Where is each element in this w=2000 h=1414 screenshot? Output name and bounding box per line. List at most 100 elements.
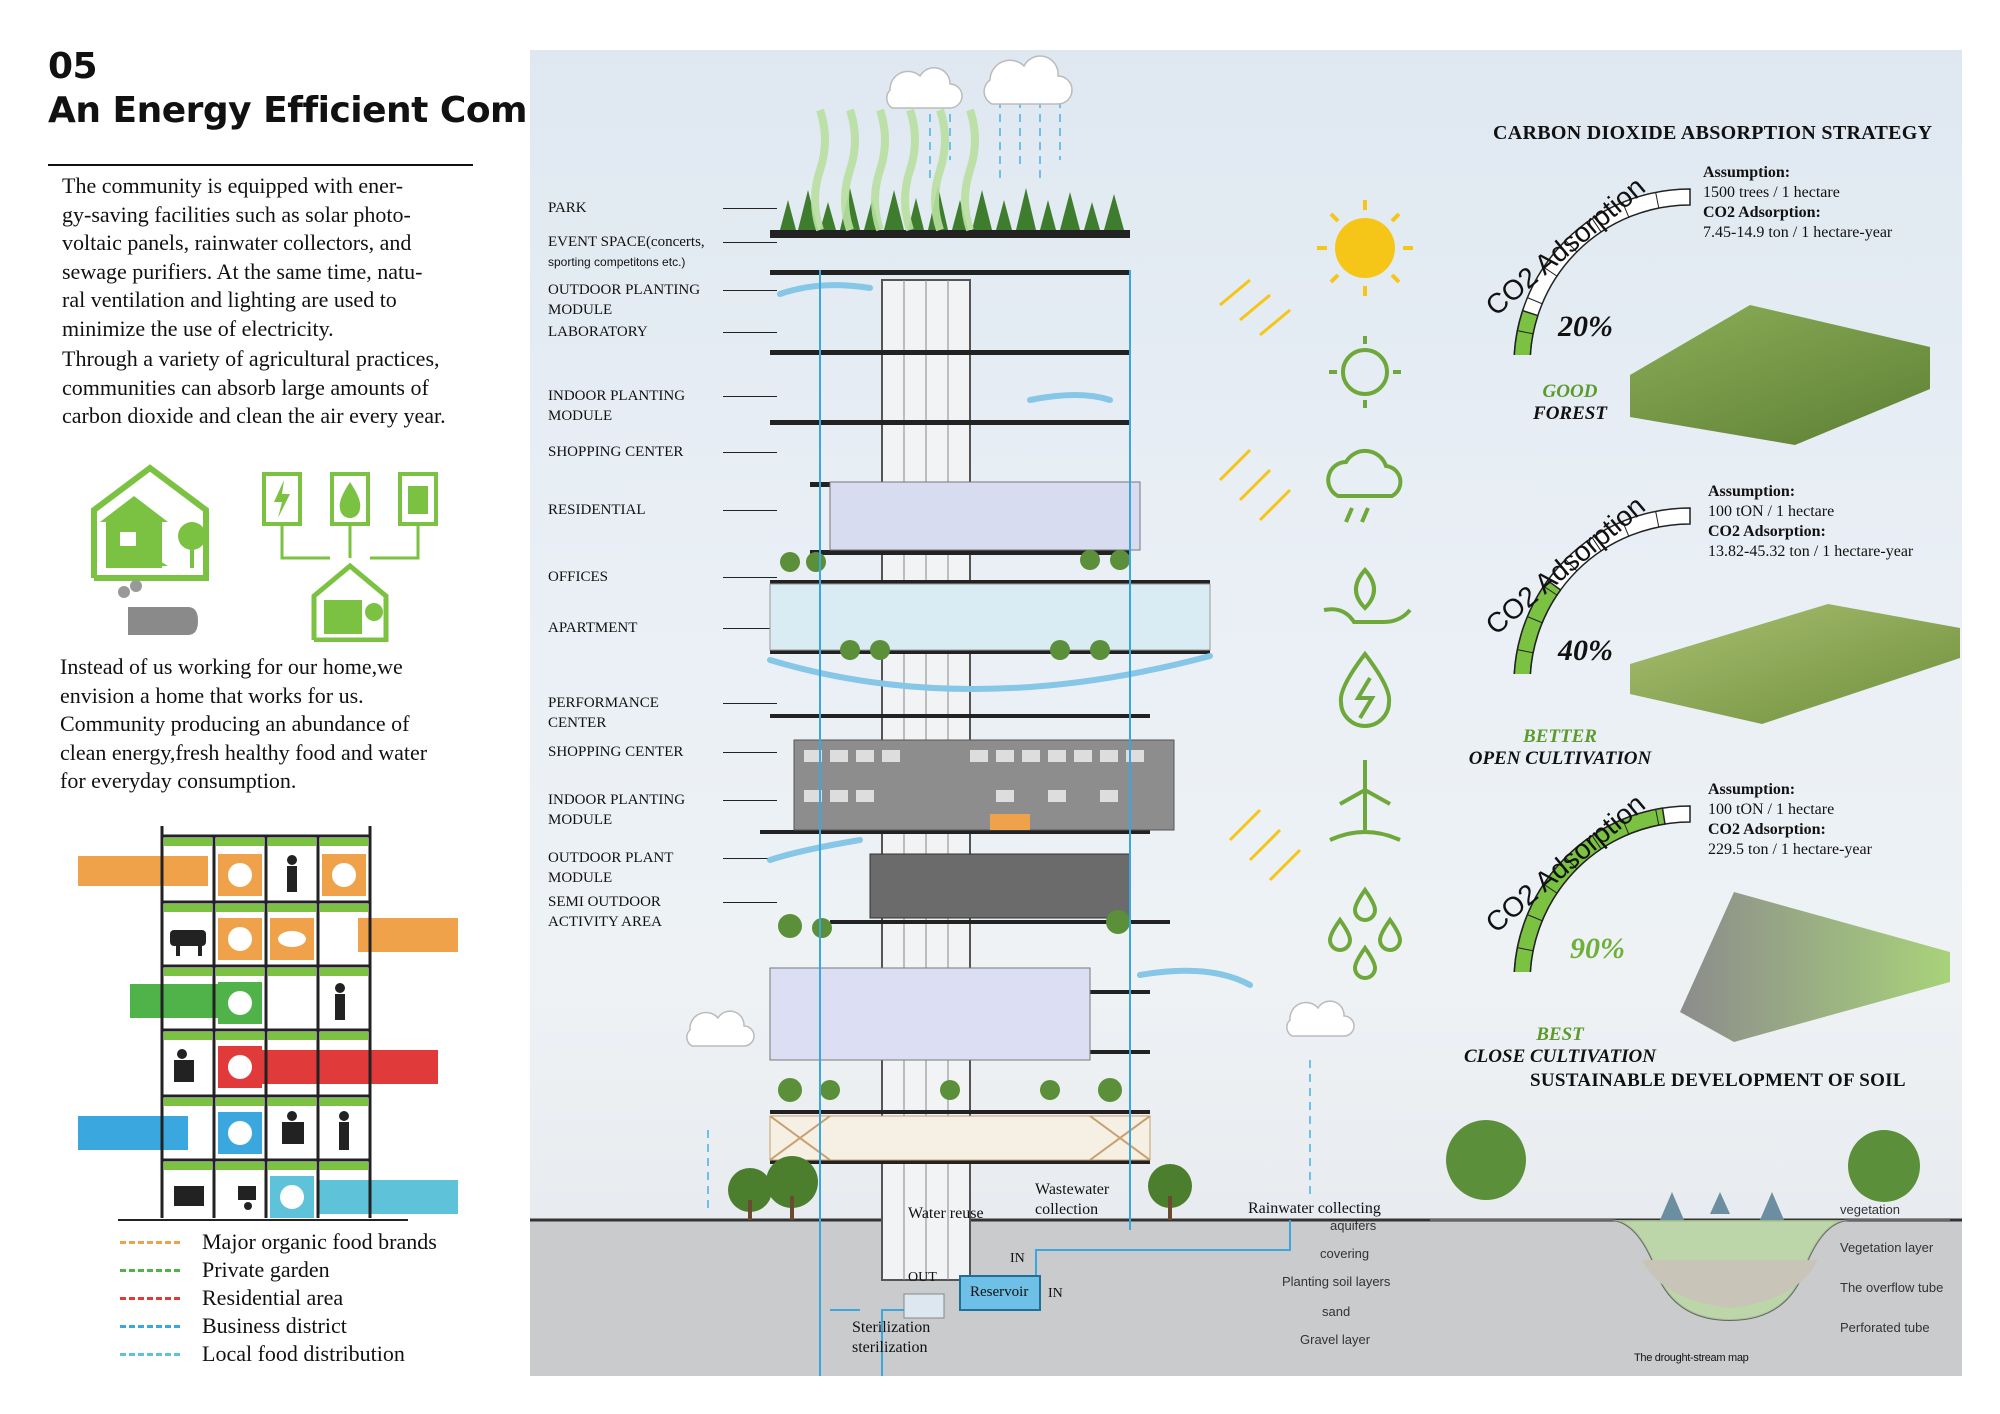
- rainwater-label: Rainwater collecting: [1248, 1200, 1381, 1217]
- leader-line: [723, 902, 777, 903]
- leader-line: [723, 800, 777, 801]
- grade-name: OPEN CULTIVATION: [1468, 748, 1652, 769]
- gauge-tick: [1517, 649, 1534, 654]
- leader-line: [723, 396, 777, 397]
- assumption-line: Assumption:: [1708, 483, 1796, 500]
- sun-icon: [1317, 200, 1413, 296]
- gauge-tick: [1655, 809, 1660, 826]
- orange-band: [78, 856, 208, 886]
- building-level-label: SHOPPING CENTER: [548, 742, 777, 762]
- gauge-tick: [1591, 835, 1602, 850]
- gauge-tick: [1527, 616, 1543, 624]
- water-pipes: [819, 270, 1291, 1376]
- gauge-tick: [1517, 330, 1534, 335]
- gauge-tick: [1565, 240, 1578, 253]
- semi-outdoor-area: [769, 1115, 1151, 1161]
- soil-layer-label: The overflow tube: [1840, 1280, 1944, 1295]
- energy-water-recycle-icon: [262, 472, 438, 642]
- building-level-label: SHOPPING CENTER: [548, 442, 777, 462]
- building-level-label: LABORATORY: [548, 322, 777, 342]
- legend-swatch-red: [120, 1296, 180, 1300]
- cloud-icons: [686, 55, 1355, 1047]
- legend-swatch-green: [120, 1268, 180, 1272]
- in-label: IN: [1048, 1286, 1063, 1301]
- soil-layer-label: vegetation: [1840, 1202, 1900, 1217]
- gauge-tick: [1543, 585, 1558, 596]
- red-band: [258, 1050, 438, 1084]
- legend-swatch-blue: [120, 1324, 180, 1328]
- gauge-tick: [1565, 559, 1578, 572]
- soil-layer-label: Planting soil layers: [1282, 1274, 1391, 1289]
- absorption-percent: 40%: [1558, 634, 1613, 667]
- gauge-tick: [1622, 202, 1630, 218]
- gauge-tick: [1622, 819, 1630, 835]
- soil-layer-label: covering: [1320, 1246, 1370, 1261]
- out-label: OUT: [908, 1270, 937, 1285]
- soil-layer-label: aquifers: [1330, 1218, 1377, 1233]
- reservoir-label: Reservoir: [970, 1284, 1029, 1300]
- house-money-icon: [91, 464, 209, 635]
- soil-section: [1430, 1120, 1950, 1322]
- in-label: IN: [1010, 1251, 1025, 1266]
- assumption-line: 100 tON / 1 hectare: [1708, 503, 1835, 520]
- building-level-label: EVENT SPACE(concerts,sporting competiton…: [548, 232, 777, 272]
- sterilization-unit: [903, 1293, 945, 1319]
- leader-line: [723, 628, 777, 629]
- gauge-tick: [1517, 947, 1534, 952]
- co2-gauge: [1513, 507, 1691, 674]
- gauge-tick: [1591, 218, 1602, 233]
- leader-line: [723, 332, 777, 333]
- blue-band: [78, 1116, 188, 1150]
- grade-level: BEST: [1536, 1024, 1584, 1045]
- assumption-line: 229.5 ton / 1 hectare-year: [1708, 841, 1872, 858]
- assumption-line: 13.82-45.32 ton / 1 hectare-year: [1708, 543, 1914, 560]
- grade-name: FOREST: [1533, 403, 1607, 424]
- legend-item: Business district: [120, 1313, 347, 1339]
- gauge-tick: [1543, 266, 1558, 277]
- landscape-illustration: [1680, 892, 1950, 1042]
- gauge-tick: [1591, 537, 1602, 552]
- leader-line: [723, 242, 777, 243]
- gauge-tick: [1527, 914, 1543, 922]
- water-drops-icon: [1327, 886, 1403, 980]
- leader-line: [723, 577, 777, 578]
- grade-level: BETTER: [1523, 726, 1597, 747]
- leader-line: [723, 510, 777, 511]
- legend-item: Local food distribution: [120, 1341, 405, 1367]
- hand-leaf-icon: [1323, 567, 1412, 624]
- ground-trees: [728, 1156, 1192, 1220]
- building-level-label: PARK: [548, 198, 777, 218]
- soil-layer-label: Perforated tube: [1840, 1320, 1930, 1335]
- building-level-label: APARTMENT: [548, 618, 777, 638]
- assumption-line: CO2 Adsorption:: [1708, 821, 1826, 838]
- absorption-percent: 90%: [1570, 932, 1625, 965]
- co2-gauge: [1513, 805, 1691, 972]
- title-divider: [48, 164, 473, 166]
- soil-layer-label: sand: [1322, 1304, 1351, 1319]
- co2-gauge: [1513, 188, 1691, 355]
- sunlight-arrows: [1218, 278, 1302, 882]
- assumption-line: 100 tON / 1 hectare: [1708, 801, 1835, 818]
- legend-swatch-orange: [120, 1240, 180, 1244]
- gauge-fill: [1513, 579, 1562, 674]
- reservoir-tank: [959, 1275, 1041, 1311]
- residential-glass: [769, 583, 1211, 651]
- soil-layer-label: Vegetation layer: [1840, 1240, 1934, 1255]
- food-network-grid: [78, 826, 458, 1221]
- intro-paragraph-1: The community is equipped with ener-gy-s…: [62, 173, 423, 341]
